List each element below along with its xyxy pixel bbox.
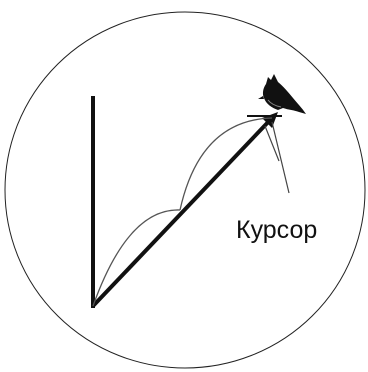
cursor-label: Курсор [236, 216, 317, 244]
cursor-pointer-line-2 [264, 125, 280, 162]
arc-segment-1 [92, 209, 181, 307]
bird-silhouette-icon [258, 74, 306, 114]
diagonal-arrow-line [91, 116, 274, 308]
circle-frame [4, 11, 366, 369]
cursor-pointer-line [271, 121, 290, 194]
arc-segment-2 [179, 117, 273, 211]
